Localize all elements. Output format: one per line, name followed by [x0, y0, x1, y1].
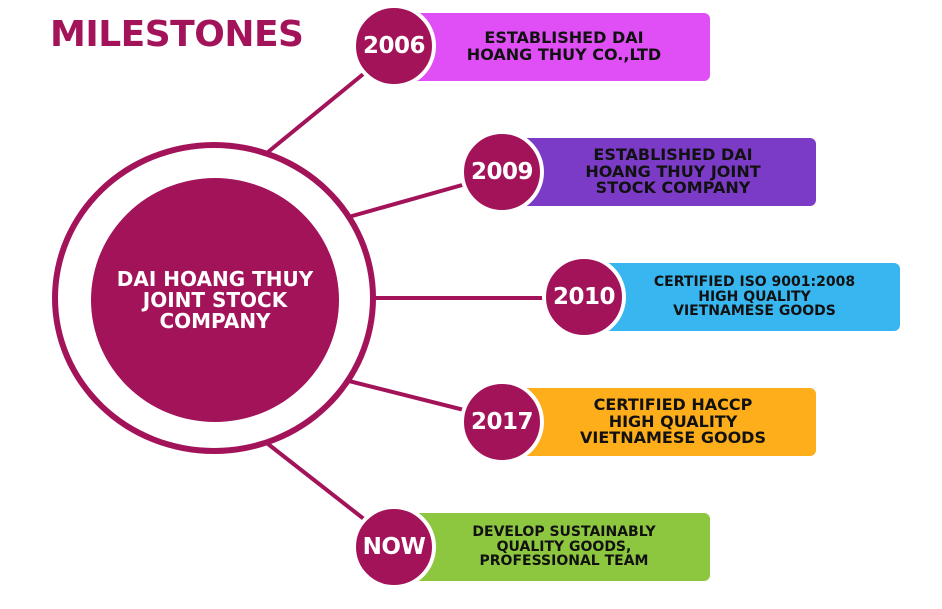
page-title: MILESTONES — [50, 14, 304, 55]
year-label-2009: 2009 — [470, 159, 534, 185]
year-label-now: NOW — [362, 534, 426, 560]
hub-label: DAI HOANG THUY JOINT STOCK COMPANY — [116, 266, 314, 333]
connector-now — [266, 442, 380, 532]
milestone-box-now: DEVELOP SUSTAINABLY QUALITY GOODS, PROFE… — [398, 513, 710, 581]
milestone-box-2010: CERTIFIED ISO 9001:2008 HIGH QUALITY VIE… — [585, 263, 900, 331]
year-label-2017: 2017 — [470, 409, 534, 435]
year-label-2010: 2010 — [552, 284, 616, 310]
milestone-text-2009: ESTABLISHED DAI HOANG THUY JOINT STOCK C… — [585, 144, 761, 198]
milestone-box-2006: ESTABLISHED DAI HOANG THUY CO.,LTD — [398, 13, 710, 81]
year-node-2017: 2017 — [460, 380, 544, 464]
year-node-2010: 2010 — [542, 255, 626, 339]
milestone-box-2017: CERTIFIED HACCP HIGH QUALITY VIETNAMESE … — [500, 388, 816, 456]
milestone-text-now: DEVELOP SUSTAINABLY QUALITY GOODS, PROFE… — [472, 523, 656, 570]
hub-circle: DAI HOANG THUY JOINT STOCK COMPANY — [91, 178, 339, 422]
connector-2006 — [266, 60, 380, 154]
connector-2009 — [344, 178, 481, 220]
year-node-2006: 2006 — [352, 4, 436, 88]
year-node-2009: 2009 — [460, 130, 544, 214]
connector-2017 — [344, 378, 481, 416]
milestone-text-2010: CERTIFIED ISO 9001:2008 HIGH QUALITY VIE… — [653, 273, 856, 320]
milestone-text-2006: ESTABLISHED DAI HOANG THUY CO.,LTD — [466, 28, 662, 64]
milestone-box-2009: ESTABLISHED DAI HOANG THUY JOINT STOCK C… — [500, 138, 816, 206]
year-label-2006: 2006 — [362, 33, 426, 59]
year-node-now: NOW — [352, 505, 436, 589]
milestone-text-2017: CERTIFIED HACCP HIGH QUALITY VIETNAMESE … — [580, 394, 766, 448]
